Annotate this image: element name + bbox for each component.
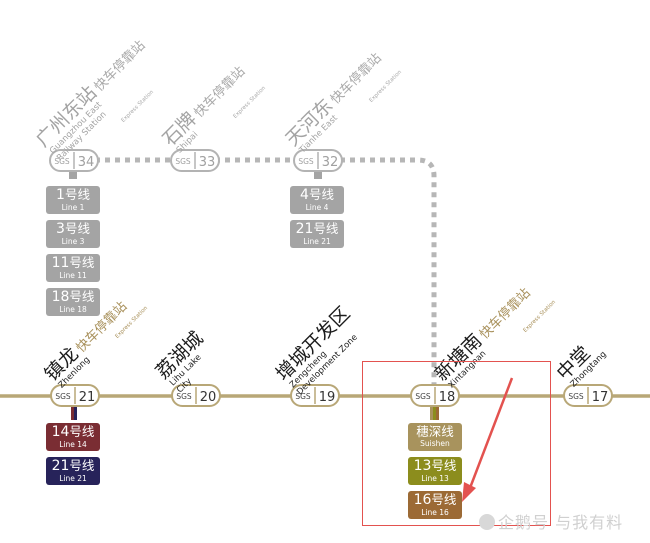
station-capsule-17[interactable]: SGS 17 xyxy=(563,384,613,407)
transfer-line-21-zhenlong[interactable]: 21号线 Line 21 xyxy=(46,457,100,485)
connector-xintangnan-c xyxy=(436,406,439,420)
transfer-line-18[interactable]: 18号线 Line 18 xyxy=(46,288,100,316)
station-prefix: SGS xyxy=(568,392,584,401)
station-capsule-18[interactable]: SGS 18 xyxy=(410,384,460,407)
connector-zhenlong-a xyxy=(71,406,74,420)
station-capsule-34[interactable]: SGS 34 xyxy=(49,149,99,172)
station-code: 34 xyxy=(78,155,95,170)
station-prefix: SGS xyxy=(54,157,70,166)
station-code: 20 xyxy=(200,390,217,405)
transfer-line-1[interactable]: 1号线 Line 1 xyxy=(46,186,100,214)
transfer-line-13[interactable]: 13号线 Line 13 xyxy=(408,457,462,485)
highlight-box xyxy=(362,361,551,526)
station-prefix: SGS xyxy=(176,392,192,401)
station-code: 32 xyxy=(322,155,339,170)
transfer-line-21-tianhe[interactable]: 21号线 Line 21 xyxy=(290,220,344,248)
station-capsule-32[interactable]: SGS 32 xyxy=(293,149,343,172)
station-code: 21 xyxy=(79,390,96,405)
station-code: 17 xyxy=(592,390,609,405)
station-prefix: SGS xyxy=(298,157,314,166)
connector-zhenlong-b xyxy=(74,406,77,420)
station-code: 33 xyxy=(199,155,216,170)
transfer-suishen[interactable]: 穗深线 Suishen xyxy=(408,423,462,451)
station-prefix: SGS xyxy=(175,157,191,166)
station-prefix: SGS xyxy=(295,392,311,401)
transfer-line-14[interactable]: 14号线 Line 14 xyxy=(46,423,100,451)
station-capsule-19[interactable]: SGS 19 xyxy=(290,384,340,407)
station-capsule-33[interactable]: SGS 33 xyxy=(170,149,220,172)
station-code: 18 xyxy=(439,390,456,405)
transfer-line-11[interactable]: 11号线 Line 11 xyxy=(46,254,100,282)
transfer-line-16[interactable]: 16号线 Line 16 xyxy=(408,491,462,519)
connector-xintangnan-b xyxy=(433,406,436,420)
connector-xintangnan-a xyxy=(430,406,433,420)
station-code: 19 xyxy=(319,390,336,405)
transfer-line-4[interactable]: 4号线 Line 4 xyxy=(290,186,344,214)
arrow-shaft xyxy=(468,377,514,489)
watermark: 企鹅号 与我有料 xyxy=(479,509,623,533)
transfer-line-3[interactable]: 3号线 Line 3 xyxy=(46,220,100,248)
connector-tianhe-east xyxy=(314,170,322,179)
station-capsule-20[interactable]: SGS 20 xyxy=(171,384,221,407)
arrow-head-icon xyxy=(462,482,476,502)
connector-guangzhou-east xyxy=(69,170,77,179)
station-prefix: SGS xyxy=(55,392,71,401)
penguin-icon xyxy=(479,514,495,530)
express-line-branch xyxy=(340,157,437,384)
station-prefix: SGS xyxy=(415,392,431,401)
station-capsule-21[interactable]: SGS 21 xyxy=(50,384,100,407)
